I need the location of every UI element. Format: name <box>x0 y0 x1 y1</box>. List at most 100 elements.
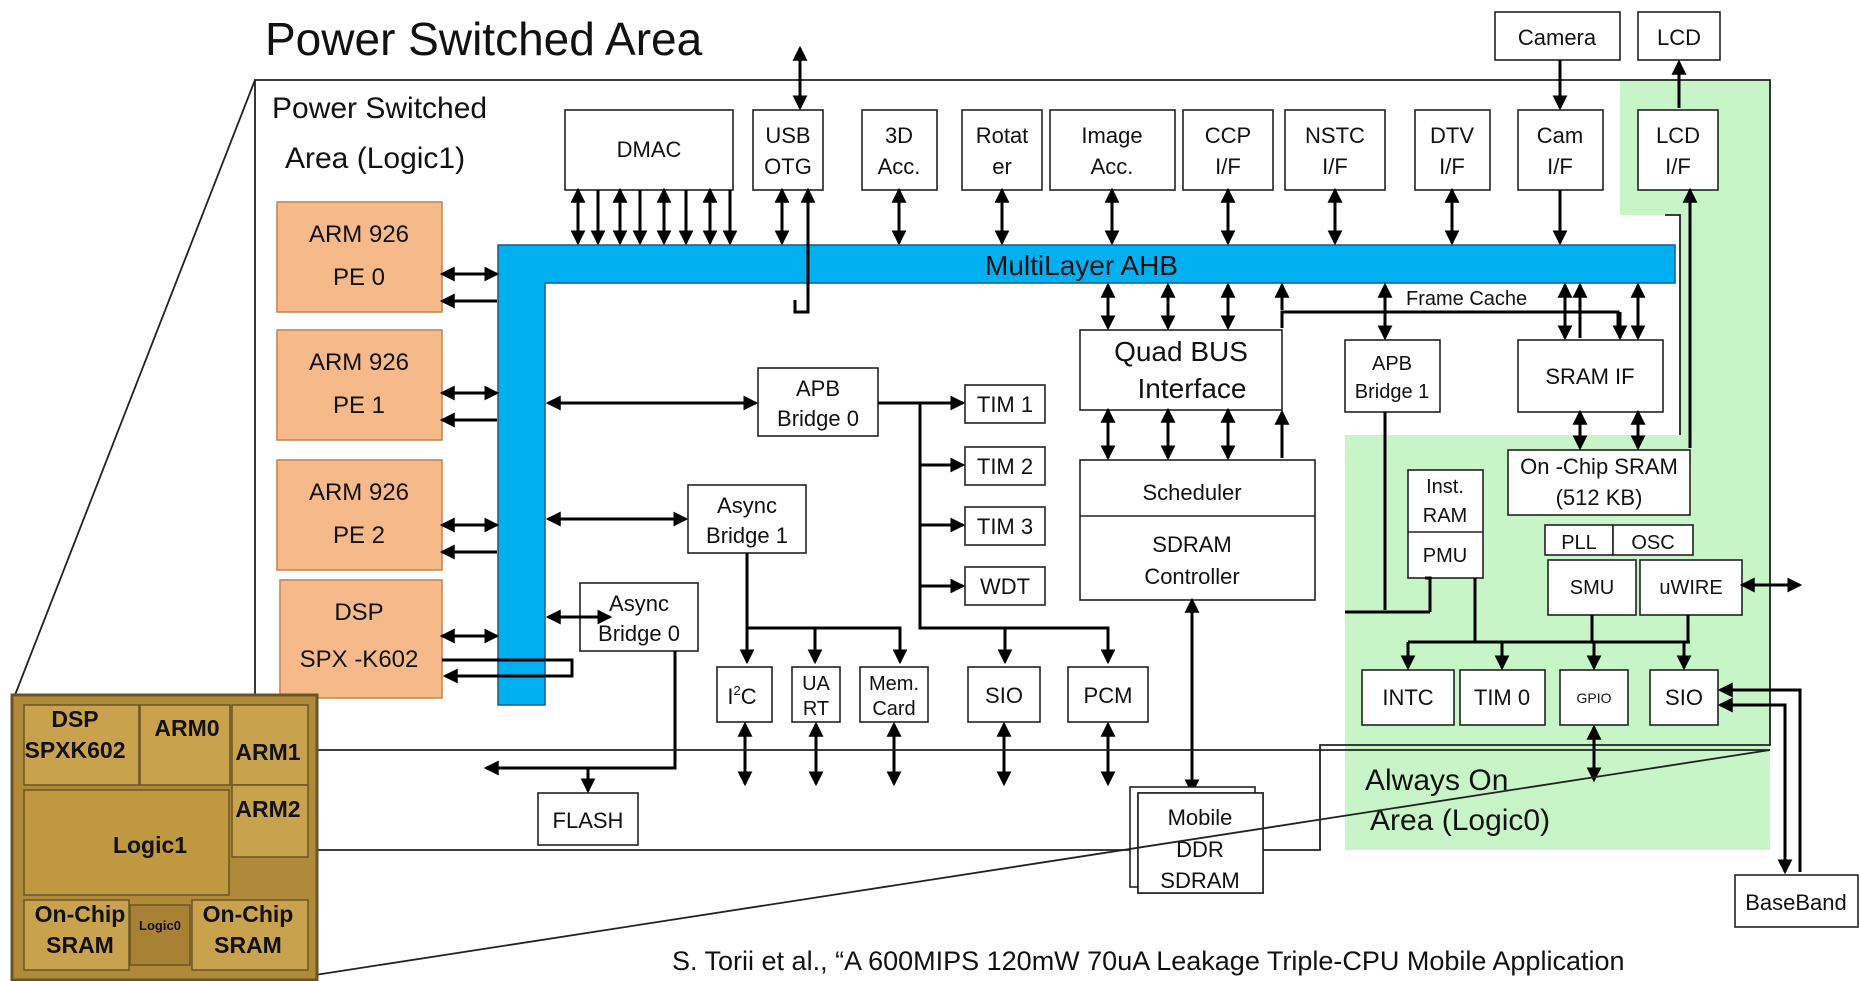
pll: PLL <box>1545 525 1613 555</box>
peripheral-cam-if: Cam I/F <box>1518 110 1603 190</box>
apb-bridge-1: APB Bridge 1 <box>1345 340 1440 412</box>
svg-text:Bridge 1: Bridge 1 <box>1355 381 1430 403</box>
peripheral-lcd-if: LCD I/F <box>1638 110 1718 190</box>
die-sram-left-2: SRAM <box>46 932 114 958</box>
svg-text:TIM 3: TIM 3 <box>977 514 1033 539</box>
io-pcm: PCM <box>1068 667 1148 722</box>
svg-text:WDT: WDT <box>980 574 1030 599</box>
svg-text:Quad BUS: Quad BUS <box>1114 336 1248 367</box>
timer-tim2: TIM 2 <box>965 447 1045 485</box>
svg-text:Acc.: Acc. <box>878 154 921 179</box>
io-i2c: I2C <box>717 667 772 722</box>
svg-text:Camera: Camera <box>1518 25 1597 50</box>
svg-text:PLL: PLL <box>1561 532 1597 554</box>
svg-text:DSP: DSP <box>334 599 383 626</box>
peripheral-usb-otg: USB OTG <box>753 110 823 190</box>
svg-text:Acc.: Acc. <box>1091 154 1134 179</box>
die-logic0: Logic0 <box>139 918 181 933</box>
svg-text:APB: APB <box>796 376 840 401</box>
svg-text:(512 KB): (512 KB) <box>1556 485 1643 510</box>
inst-ram-pmu: Inst. RAM PMU <box>1408 470 1483 578</box>
svg-text:Controller: Controller <box>1144 564 1239 589</box>
svg-text:SMU: SMU <box>1570 577 1614 599</box>
external-camera: Camera <box>1495 12 1620 60</box>
io-mem-card: Mem. Card <box>860 667 928 722</box>
block-intc: INTC <box>1362 670 1454 725</box>
svg-text:3D: 3D <box>885 123 913 148</box>
quad-bus-interface: Quad BUS Interface <box>1080 330 1282 410</box>
svg-text:I/F: I/F <box>1215 154 1241 179</box>
region-logic1-line2: Area (Logic1) <box>285 142 465 175</box>
svg-text:SDRAM: SDRAM <box>1160 868 1239 893</box>
svg-text:On -Chip SRAM: On -Chip SRAM <box>1520 454 1678 479</box>
async-bridge-1: Async Bridge 1 <box>688 485 806 553</box>
svg-text:SDRAM: SDRAM <box>1152 532 1231 557</box>
svg-text:TIM 1: TIM 1 <box>977 392 1033 417</box>
onchip-sram: On -Chip SRAM (512 KB) <box>1508 450 1690 515</box>
svg-text:Async: Async <box>609 591 669 616</box>
svg-text:RAM: RAM <box>1423 505 1467 527</box>
svg-text:SIO: SIO <box>1665 685 1703 710</box>
citation: S. Torii et al., “A 600MIPS 120mW 70uA L… <box>672 946 1625 976</box>
block-tim0: TIM 0 <box>1460 670 1545 725</box>
svg-text:Inst.: Inst. <box>1426 476 1464 498</box>
osc: OSC <box>1613 525 1693 555</box>
die-sram-left-1: On-Chip <box>35 901 126 927</box>
peripheral-3d-acc: 3D Acc. <box>862 110 937 190</box>
svg-text:ARM 926: ARM 926 <box>309 479 409 506</box>
svg-text:PE 2: PE 2 <box>333 522 385 549</box>
svg-text:DMAC: DMAC <box>617 137 682 162</box>
svg-text:PE 1: PE 1 <box>333 392 385 419</box>
svg-text:CCP: CCP <box>1205 123 1251 148</box>
svg-text:Bridge 1: Bridge 1 <box>706 523 788 548</box>
processor-pe2: ARM 926 PE 2 <box>277 460 442 570</box>
svg-text:Card: Card <box>872 698 915 720</box>
external-mobile-ddr: Mobile DDR SDRAM <box>1130 787 1263 893</box>
external-flash: FLASH <box>538 793 638 845</box>
die-arm1: ARM1 <box>235 739 300 765</box>
external-baseband: BaseBand <box>1735 875 1858 927</box>
peripheral-ccp-if: CCP I/F <box>1183 110 1273 190</box>
block-gpio: GPIO <box>1560 670 1628 725</box>
peripheral-dmac: DMAC <box>565 110 733 190</box>
region-logic0-line1: Always On <box>1365 764 1508 797</box>
die-arm2: ARM2 <box>235 796 300 822</box>
svg-text:LCD: LCD <box>1656 123 1700 148</box>
svg-text:OSC: OSC <box>1631 532 1674 554</box>
svg-text:I/F: I/F <box>1322 154 1348 179</box>
external-lcd: LCD <box>1638 12 1720 60</box>
svg-text:Bridge 0: Bridge 0 <box>598 621 680 646</box>
svg-text:I/F: I/F <box>1547 154 1573 179</box>
peripheral-dtv-if: DTV I/F <box>1415 110 1490 190</box>
svg-text:Image: Image <box>1081 123 1142 148</box>
peripheral-image-acc: Image Acc. <box>1050 110 1175 190</box>
region-logic0-line2: Area (Logic0) <box>1370 804 1550 837</box>
svg-text:Interface: Interface <box>1138 373 1247 404</box>
svg-text:NSTC: NSTC <box>1305 123 1365 148</box>
frame-cache-label: Frame Cache <box>1406 288 1527 310</box>
region-logic1-line1: Power Switched <box>272 92 487 125</box>
svg-text:Scheduler: Scheduler <box>1142 480 1241 505</box>
svg-text:Async: Async <box>717 493 777 518</box>
svg-text:INTC: INTC <box>1382 685 1433 710</box>
svg-text:BaseBand: BaseBand <box>1745 890 1847 915</box>
timer-tim1: TIM 1 <box>965 385 1045 423</box>
timer-wdt: WDT <box>965 567 1045 605</box>
svg-text:Mem.: Mem. <box>869 673 919 695</box>
svg-text:USB: USB <box>765 123 810 148</box>
die-spxk602: SPXK602 <box>24 737 125 763</box>
die-dsp: DSP <box>51 706 98 732</box>
svg-text:FLASH: FLASH <box>553 808 624 833</box>
svg-text:SPX -K602: SPX -K602 <box>300 646 419 673</box>
svg-text:UA: UA <box>802 673 830 695</box>
processor-pe0: ARM 926 PE 0 <box>277 202 442 312</box>
svg-text:SRAM IF: SRAM IF <box>1545 364 1634 389</box>
processor-dsp: DSP SPX -K602 <box>280 580 442 698</box>
apb-bridge-0: APB Bridge 0 <box>758 368 878 436</box>
peripheral-nstc-if: NSTC I/F <box>1285 110 1385 190</box>
svg-text:Mobile: Mobile <box>1168 805 1233 830</box>
svg-text:GPIO: GPIO <box>1576 690 1611 706</box>
svg-text:TIM 2: TIM 2 <box>977 454 1033 479</box>
io-sio: SIO <box>968 667 1040 722</box>
svg-text:RT: RT <box>803 698 829 720</box>
